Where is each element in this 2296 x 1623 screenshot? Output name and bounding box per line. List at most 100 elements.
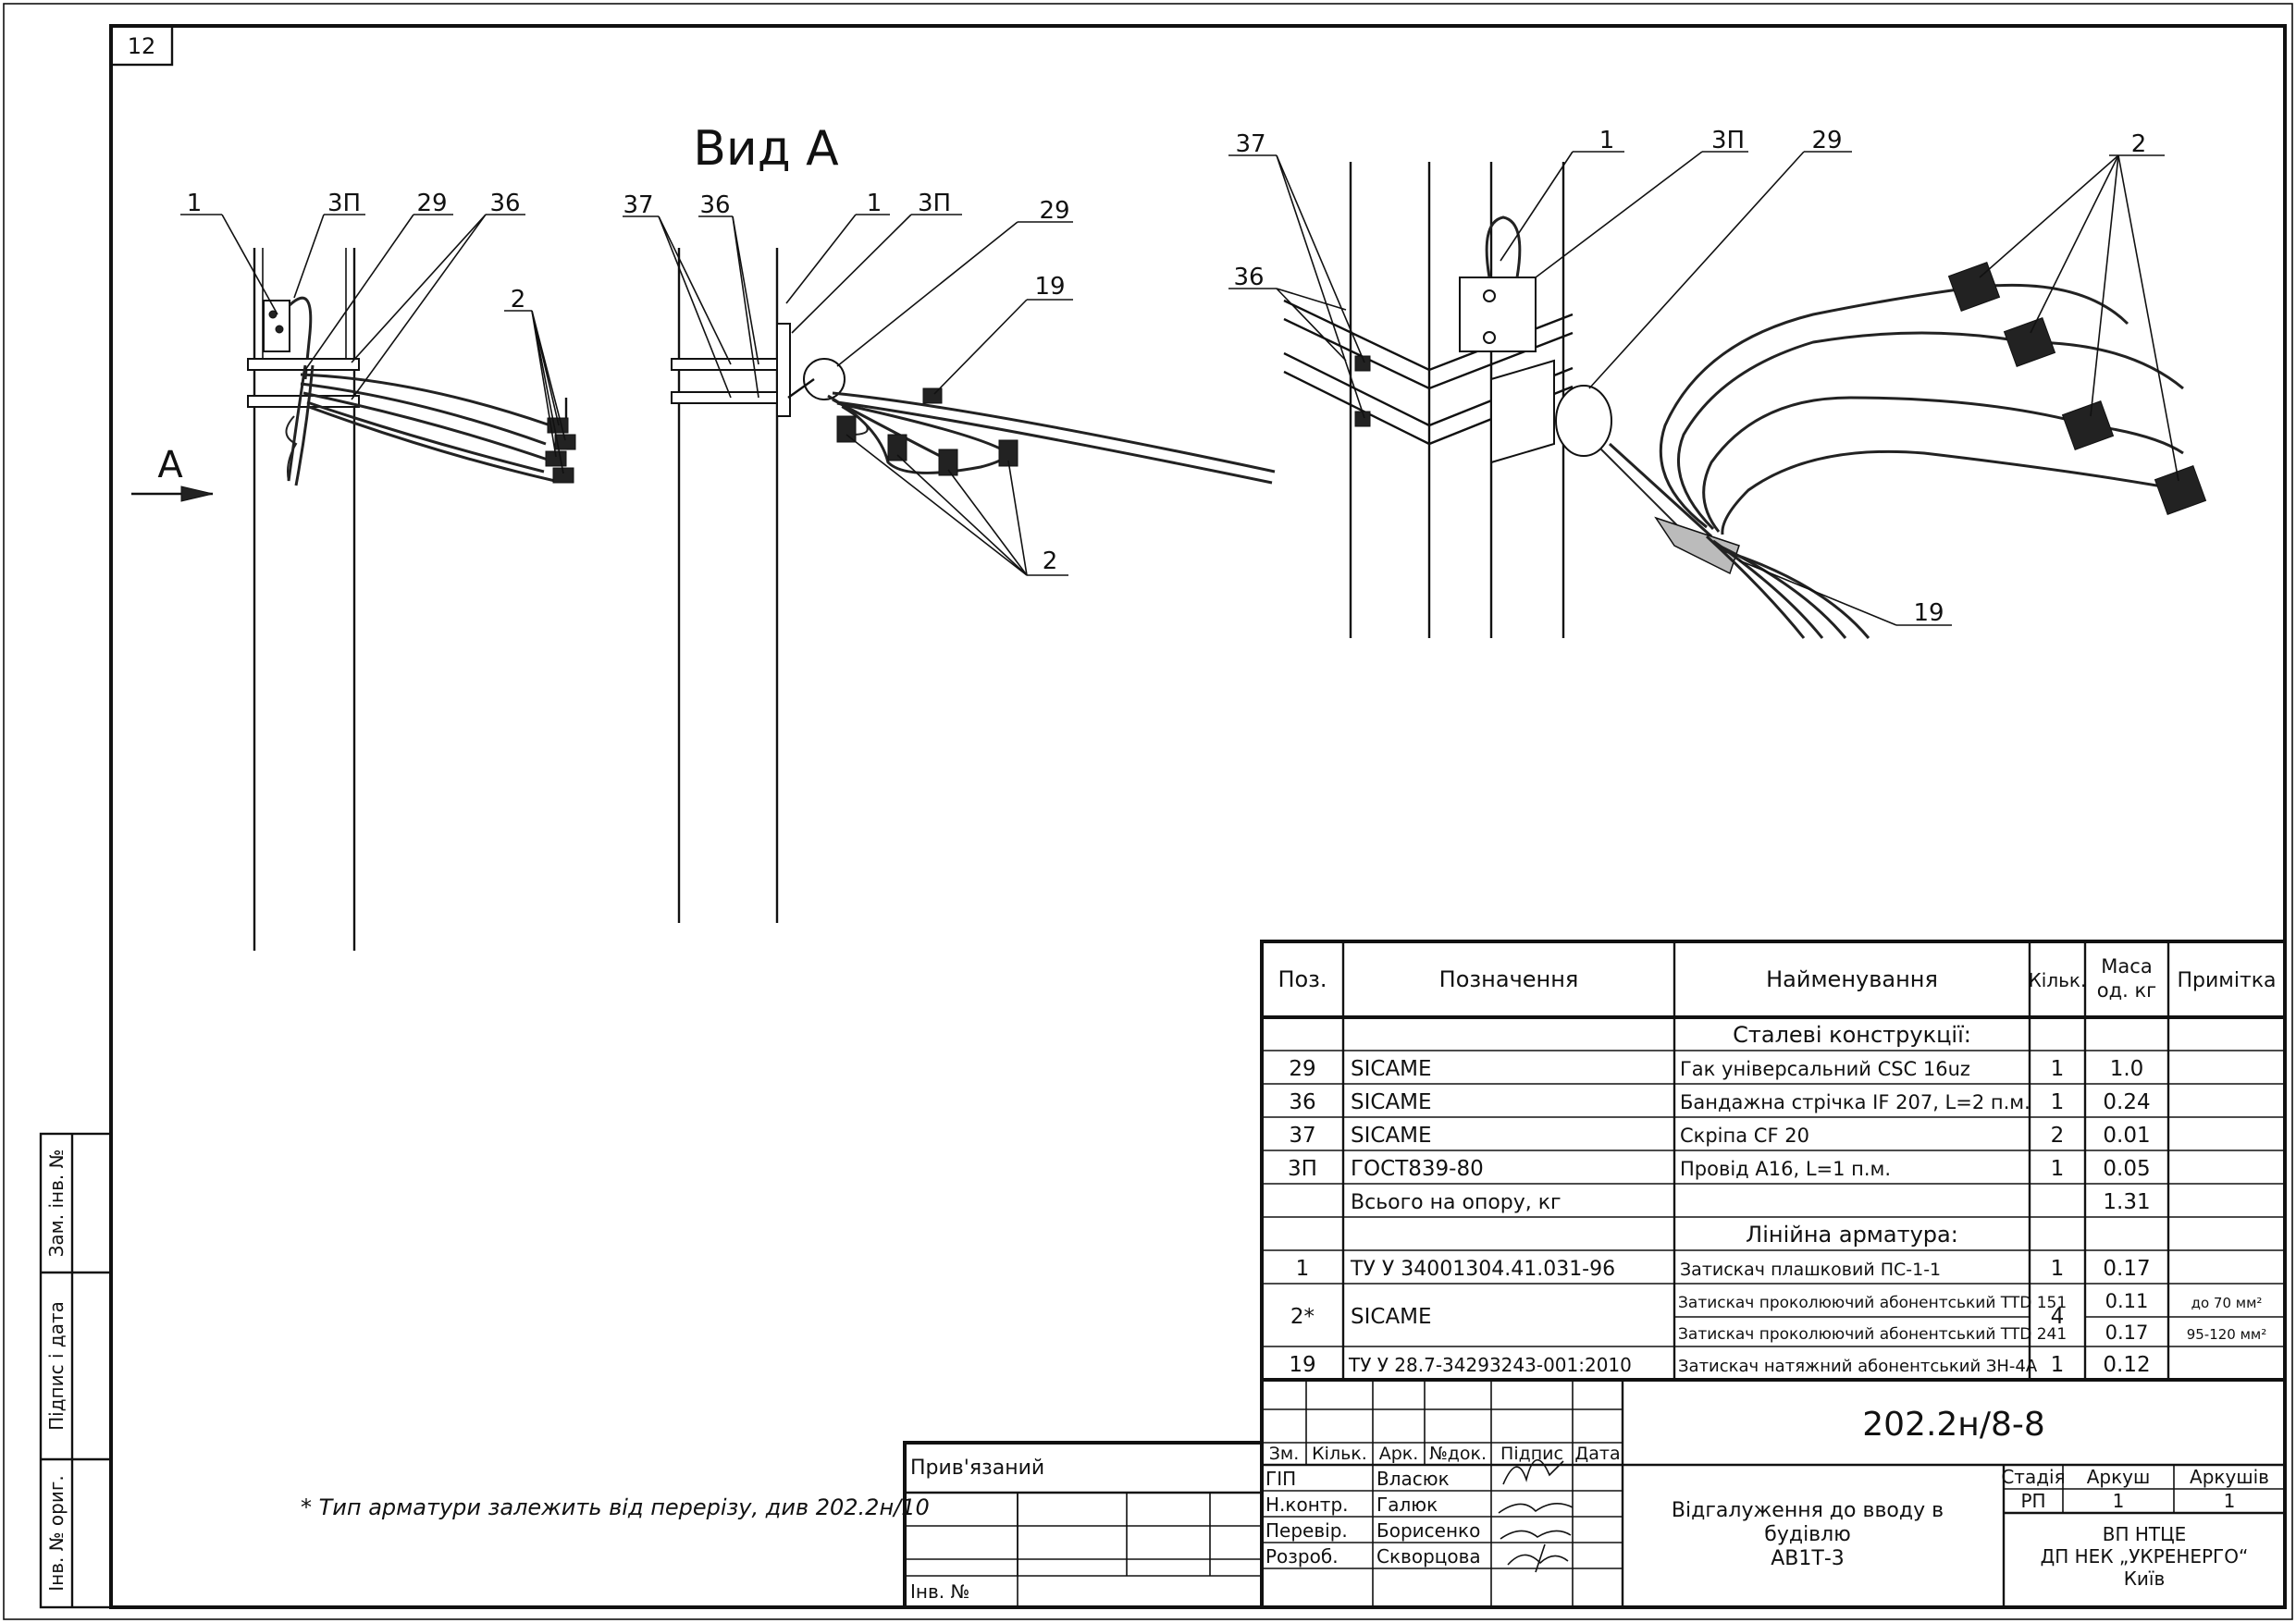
spec-cell-mass: 0.17 [2103,1257,2150,1281]
stamp-zam-inv: Зам. інв. № [45,1150,68,1258]
fig1-callout-3p: 3П [327,190,361,217]
fig3-callout-29: 29 [1811,127,1842,154]
tb-sheet: 1 [2113,1490,2125,1512]
spec-cell-mass: 0.01 [2103,1124,2150,1148]
stamp-pidpys-data: Підпис і дата [45,1301,68,1431]
tb-col-ark: Арк. [1379,1444,1419,1464]
spec-cell-qty: 2 [2051,1124,2065,1148]
fig1-callout-29: 29 [416,190,447,217]
tb-stage: РП [2020,1490,2045,1512]
tb-org-line: ВП НТЦЕ [2103,1523,2187,1545]
tb-col-data: Дата [1574,1444,1620,1464]
tb-col-ndok: №док. [1429,1444,1487,1464]
tb-stage-label: Стадія [2001,1466,2065,1488]
footnote: * Тип арматури залежить від перерізу, ди… [301,1494,930,1520]
spec-header-designation: Позначення [1439,966,1579,992]
tb-org-line: Київ [2124,1568,2166,1590]
tb-role: ГІП [1265,1468,1296,1490]
spec-cell-pos: 29 [1289,1057,1315,1081]
spec-cell-mass: 0.05 [2103,1157,2150,1181]
spec-cell-pos: 2* [1290,1305,1315,1329]
spec-row: 36 SICAME Бандажна стрічка IF 207, L=2 п… [1289,1090,2150,1114]
tb-title-line: АВ1Т-3 [1771,1547,1845,1570]
fig3-callout-3p: 3П [1711,127,1745,154]
tb-person: Галюк [1376,1494,1438,1516]
stamp-inv-orig: Інв. № ориг. [45,1475,68,1591]
spec-cell-qty: 1 [2051,1353,2065,1377]
spec-cell-pos: 36 [1289,1090,1315,1114]
tb-person: Борисенко [1376,1519,1480,1542]
tb-sheets-label: Аркушів [2190,1466,2269,1488]
fig3-callout-37: 37 [1235,130,1265,158]
spec-section-line: Лінійна арматура: [1746,1222,1958,1248]
fig3-callout-19: 19 [1913,599,1944,627]
spec-cell-name: Бандажна стрічка IF 207, L=2 п.м. [1680,1091,2031,1113]
fig3-callout-2: 2 [2131,130,2147,158]
figure-1-side-view: 1 3П 29 36 2 A [131,190,576,951]
fig2-callout-1: 1 [867,190,883,217]
tb-col-kilk: Кільк. [1312,1444,1367,1464]
spec-header-qty: Кільк. [2029,969,2087,991]
spec-cell-qty: 4 [2051,1305,2065,1329]
spec-row-2: 2* SICAME Затискач проколюючий абонентсь… [1290,1290,2266,1344]
spec-cell-designation: ТУ У 34001304.41.031-96 [1350,1258,1615,1281]
tb-sheet-label: Аркуш [2087,1466,2151,1488]
fig2-callout-29: 29 [1039,197,1069,225]
spec-cell-designation: SICAME [1351,1305,1432,1329]
spec-cell-designation: SICAME [1351,1124,1432,1148]
tb-col-pidpys: Підпис [1500,1444,1563,1464]
fig2-callout-37: 37 [623,191,653,219]
tb-person: Скворцова [1376,1545,1481,1568]
spec-cell-mass: 0.11 [2105,1290,2149,1312]
figure-3-isometric-view: 37 1 3П 29 2 36 19 [1228,127,2207,639]
fig3-callout-36: 36 [1233,264,1264,291]
spec-cell-pos: 37 [1289,1124,1315,1148]
spec-header-note: Примітка [2177,969,2276,992]
signature-marks [1498,1458,1574,1573]
tb-linked: Прив'язаний [910,1457,1044,1480]
fig2-callout-19: 19 [1034,273,1065,301]
view-title: Вид А [693,121,839,177]
tb-title-line: будівлю [1764,1523,1850,1546]
tb-role: Перевір. [1265,1519,1348,1542]
tb-person: Власюк [1376,1468,1450,1490]
fig3-callout-1: 1 [1599,127,1615,154]
page-number: 12 [128,33,156,59]
spec-cell-name: Затискач натяжний абонентський ЗН-4А [1678,1357,2038,1376]
spec-cell-qty: 1 [2051,1057,2065,1081]
fig1-callout-1: 1 [187,190,203,217]
spec-cell-name: Затискач проколюючий абонентський TTD 15… [1678,1294,2067,1312]
fig2-callout-2: 2 [1043,547,1058,575]
spec-cell-mass: 0.12 [2103,1353,2150,1377]
spec-cell-name: Скріпа CF 20 [1680,1125,1809,1147]
spec-cell-note: 95-120 мм² [2187,1326,2267,1343]
tb-title-line: Відгалуження до вводу в [1672,1499,1944,1522]
specification-table: Поз. Позначення Найменування Кільк. Маса… [1260,940,2287,1382]
spec-row: 19 ТУ У 28.7-34293243-001:2010 Затискач … [1289,1353,2150,1377]
spec-row: 1 ТУ У 34001304.41.031-96 Затискач плашк… [1296,1257,2151,1281]
spec-cell-designation: SICAME [1351,1057,1432,1081]
spec-cell-pos: 3П [1288,1157,1317,1181]
spec-header-name: Найменування [1766,966,1938,992]
fig1-callout-36: 36 [489,190,520,217]
spec-cell-designation: Всього на опору, кг [1351,1191,1562,1214]
tb-role: Розроб. [1265,1545,1339,1568]
spec-cell-designation: SICAME [1351,1090,1432,1114]
sheet-frame: 12 [3,3,2293,1620]
tb-role: Н.контр. [1265,1494,1349,1516]
spec-row: 3П ГОСТ839-80 Провід А16, L=1 п.м. 1 0.0… [1288,1157,2151,1181]
view-arrow-label: A [157,444,183,486]
spec-cell-name: Затискач проколюючий абонентський TTD 24… [1678,1325,2067,1344]
spec-header-pos: Поз. [1278,966,1327,992]
tb-col-zm: Зм. [1269,1444,1300,1464]
fig2-callout-36: 36 [699,191,730,219]
tb-inv-no: Інв. № [910,1580,969,1603]
spec-header-mass: Маса од. кг [2096,955,2157,1002]
spec-cell-mass: 0.17 [2105,1322,2149,1344]
tb-doc-code: 202.2н/8-8 [1862,1406,2045,1444]
spec-cell-designation: ГОСТ839-80 [1351,1157,1484,1181]
fig1-callout-2: 2 [511,286,526,314]
spec-row-total: Всього на опору, кг 1.31 [1351,1190,2151,1214]
spec-cell-pos: 19 [1289,1353,1315,1377]
spec-cell-note: до 70 мм² [2191,1295,2263,1311]
